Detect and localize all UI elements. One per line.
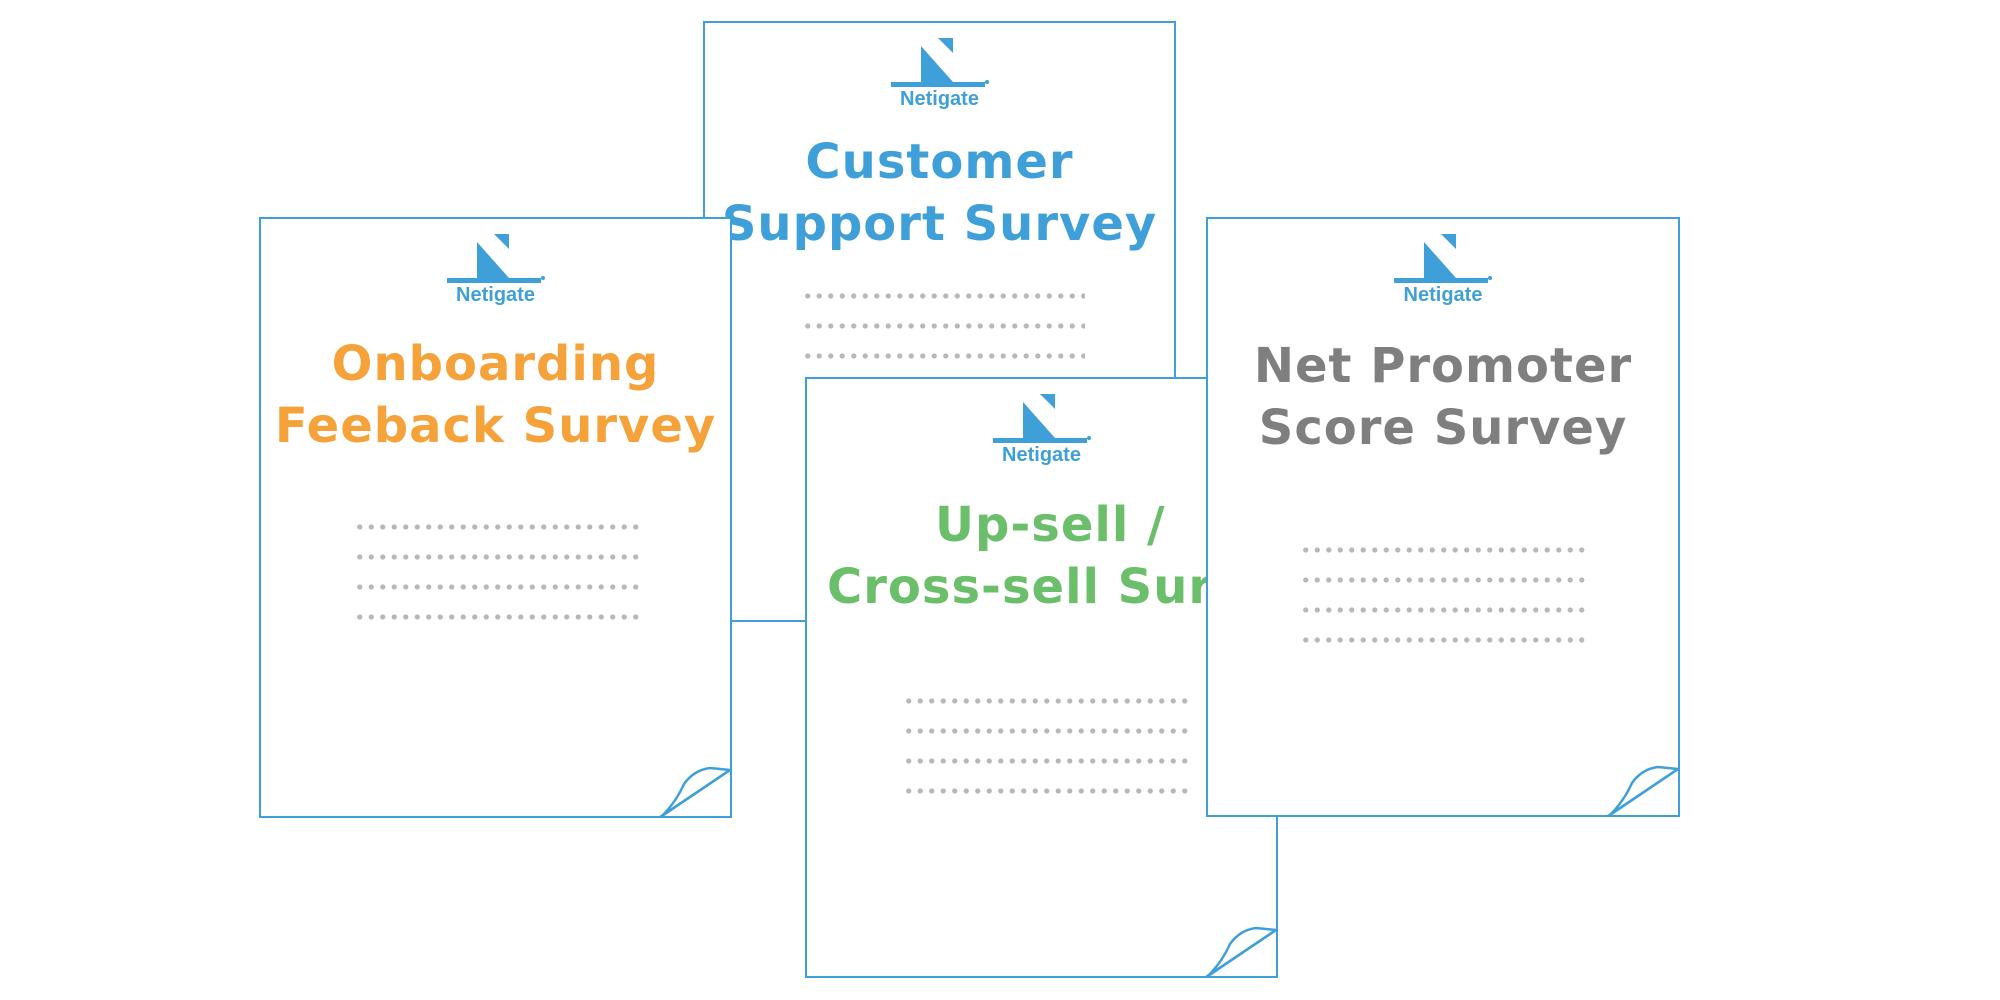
- logo-wordmark: Netigate: [900, 88, 979, 110]
- logo-wordmark: Netigate: [456, 284, 535, 306]
- netigate-logo: Netigate: [880, 38, 1000, 111]
- logo-wordmark: Netigate: [1403, 284, 1483, 306]
- netigate-logo: Netigate: [982, 394, 1102, 467]
- placeholder-text-lines: [354, 524, 639, 644]
- page-curl-icon: [1200, 925, 1276, 976]
- netigate-logo-icon: [992, 394, 1091, 443]
- survey-document-upsell-crosssell: Netigate Up-sell / Cross-sell Survey: [805, 377, 1278, 978]
- netigate-logo: Netigate: [1383, 234, 1503, 307]
- placeholder-text-lines: [1300, 547, 1585, 667]
- survey-document-customer-support: Netigate Customer Support Survey: [703, 21, 1176, 622]
- netigate-logo-icon: [446, 234, 545, 283]
- survey-document-onboarding: Netigate Onboarding Feeback Survey: [259, 217, 732, 818]
- page-curl-icon: [1602, 764, 1678, 815]
- document-title: Net Promoter Score Survey: [1253, 338, 1633, 456]
- document-title: Up-sell / Cross-sell Survey: [827, 497, 1278, 615]
- netigate-logo-icon: [890, 38, 989, 87]
- logo-wordmark: Netigate: [1002, 444, 1081, 466]
- page-curl-icon: [654, 765, 730, 816]
- document-title: Onboarding Feeback Survey: [274, 336, 717, 454]
- document-title: Customer Support Survey: [721, 134, 1158, 252]
- netigate-logo: Netigate: [436, 234, 556, 307]
- netigate-logo-icon: [1394, 234, 1492, 283]
- placeholder-text-lines: [903, 698, 1188, 818]
- survey-document-net-promoter-overlay: Netigate Net Promoter Score Survey: [1206, 217, 1680, 817]
